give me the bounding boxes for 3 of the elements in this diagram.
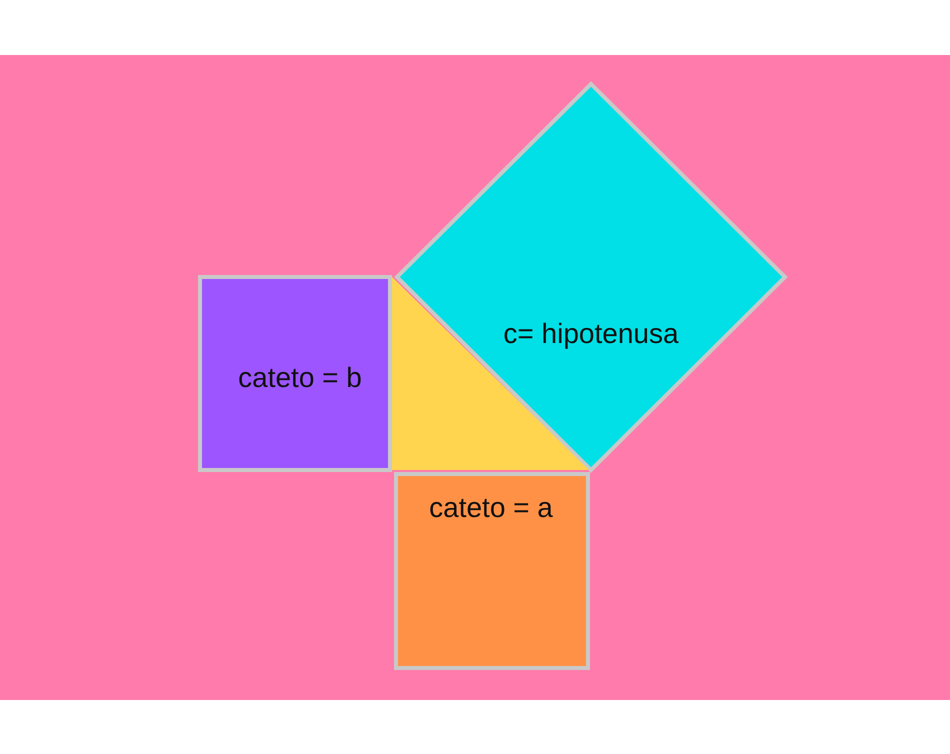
- square-label: cateto = b: [238, 362, 362, 394]
- square-label: c= hipotenusa: [503, 318, 679, 350]
- square-label: cateto = a: [429, 492, 553, 524]
